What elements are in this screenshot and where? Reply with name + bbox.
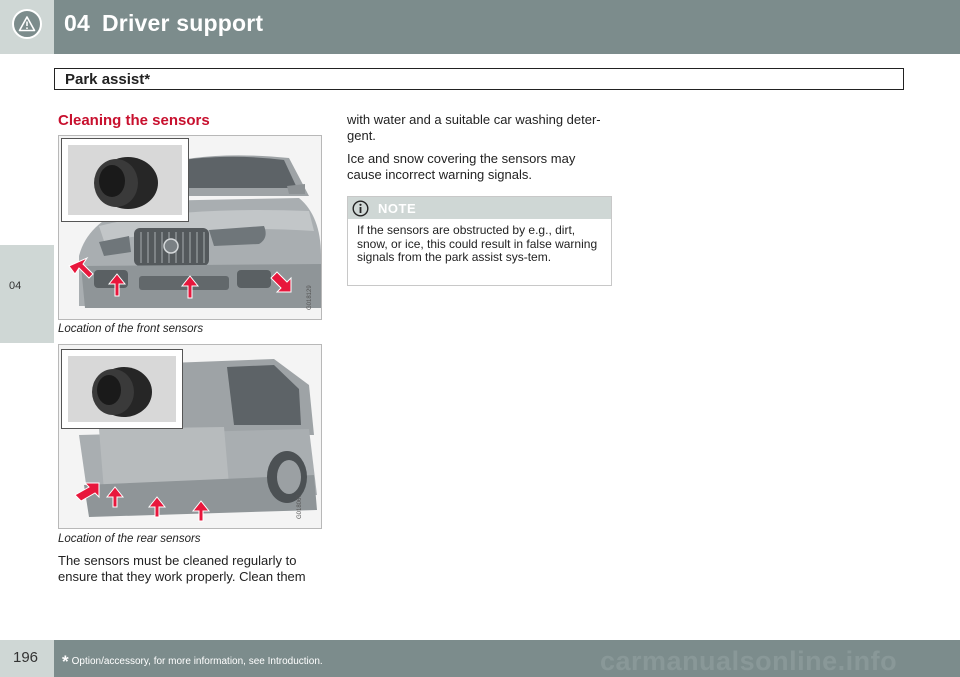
section-heading: Cleaning the sensors xyxy=(58,112,210,129)
front-figure-caption: Location of the front sensors xyxy=(58,323,204,335)
section-title: Park assist* xyxy=(65,71,151,88)
chapter-title: 04 Driver support xyxy=(64,10,263,37)
note-label: NOTE xyxy=(378,201,417,216)
front-sensor-arrow-right-corner xyxy=(270,271,292,293)
warning-triangle-icon xyxy=(12,9,42,39)
rear-figure-code: G018067 xyxy=(297,494,303,519)
front-figure-code: G018129 xyxy=(307,285,313,310)
chapter-number: 04 xyxy=(64,10,90,36)
rear-sensors-figure: G018067 xyxy=(58,344,322,529)
paragraph-clean-sensors: The sensors must be cleaned regularly to… xyxy=(58,553,306,584)
front-sensor-inset xyxy=(61,138,189,222)
footnote-star: * xyxy=(62,652,69,671)
section-title-bar: Park assist* xyxy=(54,68,904,90)
rear-sensor-arrow-1 xyxy=(74,482,100,502)
front-sensor-arrow-left-corner xyxy=(68,256,94,279)
page-footer xyxy=(0,640,960,677)
front-sensor-arrow-left xyxy=(107,273,127,297)
page-number-box: 196 xyxy=(0,640,54,677)
info-icon xyxy=(352,200,369,222)
front-sensor-arrow-right xyxy=(180,275,200,299)
watermark: carmanualsonline.info xyxy=(600,646,898,676)
rear-sensor-arrow-2 xyxy=(105,486,125,508)
footnote: *Option/accessory, for more information,… xyxy=(62,652,323,672)
front-sensors-figure: G018129 xyxy=(58,135,322,320)
paragraph-ice-snow: Ice and snow covering the sensors may ca… xyxy=(347,151,576,182)
rear-figure-caption: Location of the rear sensors xyxy=(58,533,201,545)
left-margin xyxy=(0,54,54,640)
header-icon-box xyxy=(0,0,54,54)
page-number: 196 xyxy=(13,649,39,666)
page-header xyxy=(0,0,960,54)
footnote-text: Option/accessory, for more information, … xyxy=(71,656,323,667)
rear-sensor-arrow-4 xyxy=(191,500,211,522)
note-box: NOTE If the sensors are obstructed by e.… xyxy=(347,196,612,286)
sensor-closeup-icon xyxy=(94,157,158,209)
chapter-tab-label: 04 xyxy=(9,280,22,292)
rear-sensor-inset xyxy=(61,349,183,429)
paragraph-water-detergent: with water and a suitable car washing de… xyxy=(347,112,601,143)
sensor-closeup-icon xyxy=(92,367,152,417)
note-text: If the sensors are obstructed by e.g., d… xyxy=(357,223,598,264)
rear-sensor-arrow-3 xyxy=(147,496,167,518)
note-header: NOTE xyxy=(348,197,611,219)
chapter-name: Driver support xyxy=(101,10,264,36)
chapter-tab[interactable]: 04 xyxy=(0,245,54,343)
rear-car-illustration xyxy=(59,345,321,528)
